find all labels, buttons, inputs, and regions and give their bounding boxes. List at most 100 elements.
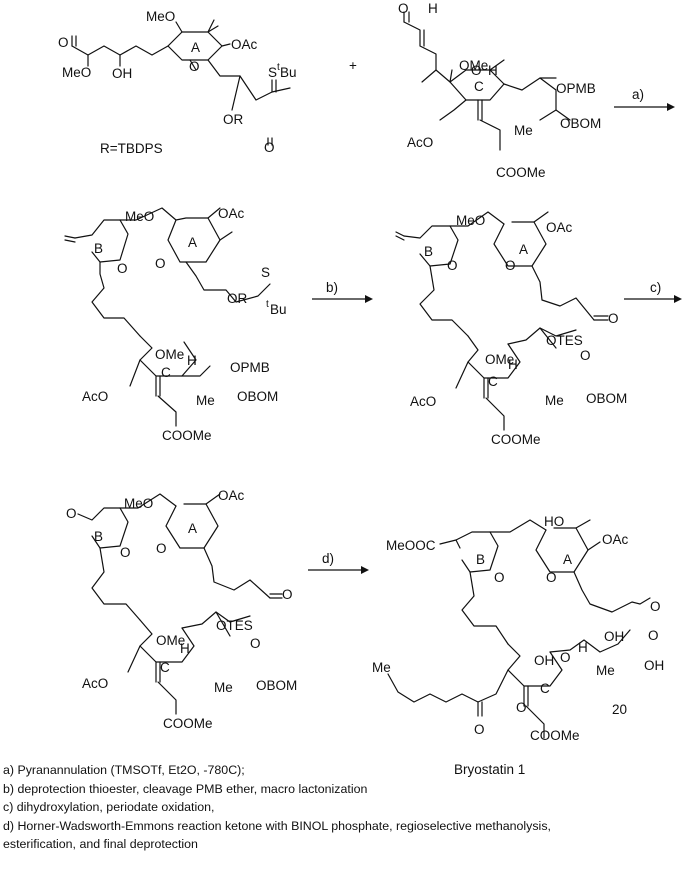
i2-methoxy-label: MeO <box>456 213 485 228</box>
p-ring-c-label: C <box>540 681 550 696</box>
p-b-o-label: O <box>494 570 505 585</box>
i3-lactone-o-label: O <box>282 587 293 602</box>
i2-obom-label: OBOM <box>586 391 627 406</box>
i2-acetate-label: OAc <box>546 220 573 235</box>
i2-methoxy-c-label: OMe <box>485 352 514 367</box>
step-d-conditions: d) Horner-Wadsworth-Emmons reaction keto… <box>3 818 551 833</box>
c-h-label: H <box>488 63 498 78</box>
arrow-step-d <box>308 566 369 574</box>
i2-h-label: H <box>508 357 518 372</box>
methoxy-label: MeO <box>146 9 175 24</box>
i3-ring-c-label: C <box>160 660 170 675</box>
i3-ketone-o-label: O <box>66 506 77 521</box>
i1-me-label: Me <box>196 393 215 408</box>
i1-opmb-label: OPMB <box>230 360 270 375</box>
i1-methoxy-label: MeO <box>125 209 154 224</box>
aldehyde-o-label: O <box>398 1 409 16</box>
p-meooc-label: MeOOC <box>386 538 436 553</box>
arrow-step-a <box>614 103 675 111</box>
step-d-tag: d) <box>322 551 334 566</box>
step-d-conditions-continued: esterification, and final deprotection <box>3 837 198 852</box>
i3-ring-a-label: A <box>188 521 197 536</box>
p-carbonyl-o-label: O <box>474 722 485 737</box>
butyl-label: Bu <box>280 65 297 80</box>
i2-ring-a-label: A <box>519 242 528 257</box>
step-b-tag: b) <box>326 280 338 295</box>
reactant-ring-a-fragment <box>71 19 291 111</box>
p-ring-a-label: A <box>563 552 572 567</box>
ester-label: COOMe <box>496 165 546 180</box>
ketone-o-label: O <box>58 35 69 50</box>
i3-methoxy-c-label: OMe <box>156 633 185 648</box>
p-a-o-label: O <box>546 570 557 585</box>
i1-butyl-label: Bu <box>270 302 287 317</box>
p-h-label: H <box>578 640 588 655</box>
ring-c-label: C <box>474 79 484 94</box>
product-bryostatin-1 <box>387 519 651 739</box>
i1-s-label: S <box>261 265 270 280</box>
i3-methoxy-label: MeO <box>124 496 153 511</box>
step-b-conditions: b) deprotection thioester, cleavage PMB … <box>3 781 368 796</box>
i1-ring-b-label: B <box>94 241 103 256</box>
i2-ring-b-label: B <box>424 244 433 259</box>
step-conditions-list: a) Pyranannulation (TMSOTf, Et2O, -780C)… <box>3 761 683 854</box>
p-ho-label: HO <box>544 514 564 529</box>
i3-h-label: H <box>180 641 190 656</box>
arrow-step-c <box>624 295 682 303</box>
methyl-label: Me <box>514 123 533 138</box>
intermediate-1 <box>64 207 271 427</box>
step-a-conditions: a) Pyranannulation (TMSOTf, Et2O, -780C)… <box>3 763 245 777</box>
ring-o-label: O <box>189 59 200 74</box>
step-a-tag: a) <box>632 87 644 102</box>
plus-sign: + <box>349 58 357 73</box>
c-methoxy-label: OMe <box>459 58 488 73</box>
i2-aco-label: AcO <box>410 394 436 409</box>
i3-ring-b-label: B <box>94 529 103 544</box>
i1-h-label: H <box>187 353 197 368</box>
i2-cooMe-label: COOMe <box>491 432 541 447</box>
i2-a-o-label: O <box>505 258 516 273</box>
i1-ring-a-label: A <box>188 235 197 250</box>
i3-b-o-label: O <box>120 545 131 560</box>
hydroxyl-label: OH <box>112 66 132 81</box>
methyl-ester-meo-label: MeO <box>62 65 91 80</box>
p-acyl-o-label: O <box>516 700 527 715</box>
tert-label: t <box>277 62 280 73</box>
product-name: Bryostatin 1 <box>454 762 525 777</box>
i2-otes-label: OTES <box>546 333 583 348</box>
i3-cooMe-label: COOMe <box>163 716 213 731</box>
i3-ester-o-label: O <box>250 636 261 651</box>
p-acetate-label: OAc <box>602 532 629 547</box>
arrow-step-b <box>312 295 373 303</box>
i2-b-o-label: O <box>447 258 458 273</box>
p-terminal-me-label: Me <box>372 660 391 675</box>
i3-obom-label: OBOM <box>256 678 297 693</box>
step-c-conditions: c) dihydroxylation, periodate oxidation, <box>3 800 215 815</box>
aldehyde-h-label: H <box>428 1 438 16</box>
i1-a-o-label: O <box>155 256 166 271</box>
opmb-label: OPMB <box>556 81 596 96</box>
i1-ring-c-label: C <box>161 365 171 380</box>
i3-me-label: Me <box>214 680 233 695</box>
i2-lactone-o-label: O <box>608 311 619 326</box>
thioester-s-label: S <box>268 65 277 80</box>
i1-obom-label: OBOM <box>237 389 278 404</box>
i3-aco-label: AcO <box>82 676 108 691</box>
i3-a-o-label: O <box>156 541 167 556</box>
i2-ring-c-label: C <box>488 374 498 389</box>
c-ring-o-label: O <box>471 63 482 78</box>
p-c-o-label: O <box>560 650 571 665</box>
i2-me-label: Me <box>545 393 564 408</box>
step-c-tag: c) <box>650 280 661 295</box>
acetate-label: OAc <box>231 37 258 52</box>
i3-otes-label: OTES <box>216 618 253 633</box>
or-label: OR <box>223 112 244 127</box>
p-oh-ring-label: OH <box>604 629 624 644</box>
p-oh-c-label: OH <box>534 653 554 668</box>
r-definition: R=TBDPS <box>100 141 163 156</box>
p-cooMe-label: COOMe <box>530 728 580 743</box>
compound-number: 20 <box>612 702 627 717</box>
p-ester-o-label: O <box>648 628 659 643</box>
i1-acetate-label: OAc <box>218 206 245 221</box>
